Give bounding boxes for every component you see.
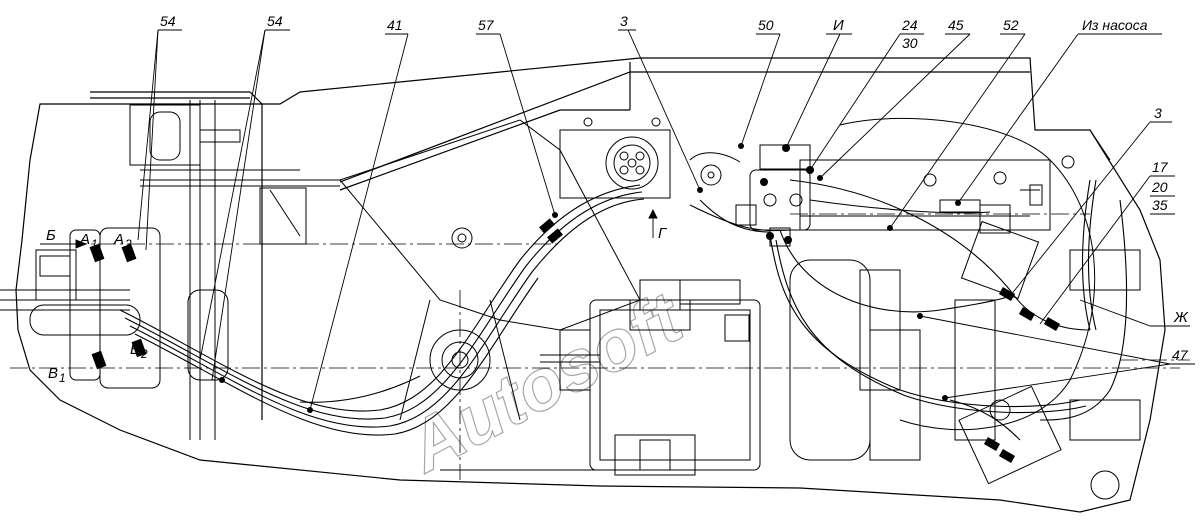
callout-Zh: Ж bbox=[1173, 309, 1189, 326]
valve-block-assembly bbox=[689, 144, 811, 247]
callout-57: 57 bbox=[478, 17, 495, 33]
callout-20: 20 bbox=[1151, 179, 1168, 195]
callout-3-top: 3 bbox=[620, 13, 628, 29]
callout-45: 45 bbox=[948, 17, 964, 33]
callout-47: 47 bbox=[1172, 347, 1189, 363]
callout-35: 35 bbox=[1152, 197, 1168, 213]
hydraulic-hose-bundle bbox=[119, 179, 1128, 441]
callout-from-pump: Из насоса bbox=[1082, 17, 1148, 33]
port-A1: А bbox=[79, 231, 90, 248]
callout-labels: 54 54 41 57 3 50 И 24 30 45 52 Из насоса… bbox=[160, 13, 1189, 363]
port-V1: В bbox=[48, 365, 58, 382]
port-V2-sub: 2 bbox=[140, 347, 148, 361]
callout-54-right: 54 bbox=[267, 13, 283, 29]
port-A2-sub: 2 bbox=[124, 237, 132, 251]
callout-41: 41 bbox=[387, 17, 403, 33]
hull-outline bbox=[15, 57, 1166, 513]
port-A1-sub: 1 bbox=[91, 237, 98, 251]
center-lines bbox=[10, 213, 1190, 480]
port-V2: В bbox=[130, 341, 140, 358]
watermark: Autosoft bbox=[394, 277, 697, 489]
callout-54-left: 54 bbox=[160, 13, 176, 29]
port-V1-sub: 1 bbox=[59, 371, 66, 385]
callout-3-right: 3 bbox=[1154, 105, 1162, 121]
leader-lines bbox=[40, 29, 1195, 411]
callout-30: 30 bbox=[902, 35, 918, 51]
pump-motor-assembly bbox=[540, 117, 761, 476]
port-B: Б bbox=[46, 227, 56, 244]
right-machinery bbox=[789, 117, 1141, 500]
callout-I: И bbox=[833, 17, 844, 34]
port-A2: А bbox=[113, 231, 124, 248]
port-labels: Б А 1 А 2 В 1 В 2 Г bbox=[46, 225, 668, 385]
callout-52: 52 bbox=[1003, 17, 1019, 33]
callout-24: 24 bbox=[901, 17, 918, 33]
callout-17: 17 bbox=[1152, 159, 1169, 175]
left-frame-structure bbox=[0, 100, 340, 440]
hose-fittings bbox=[89, 143, 1061, 463]
port-G: Г bbox=[658, 225, 668, 242]
callout-50: 50 bbox=[758, 17, 774, 33]
